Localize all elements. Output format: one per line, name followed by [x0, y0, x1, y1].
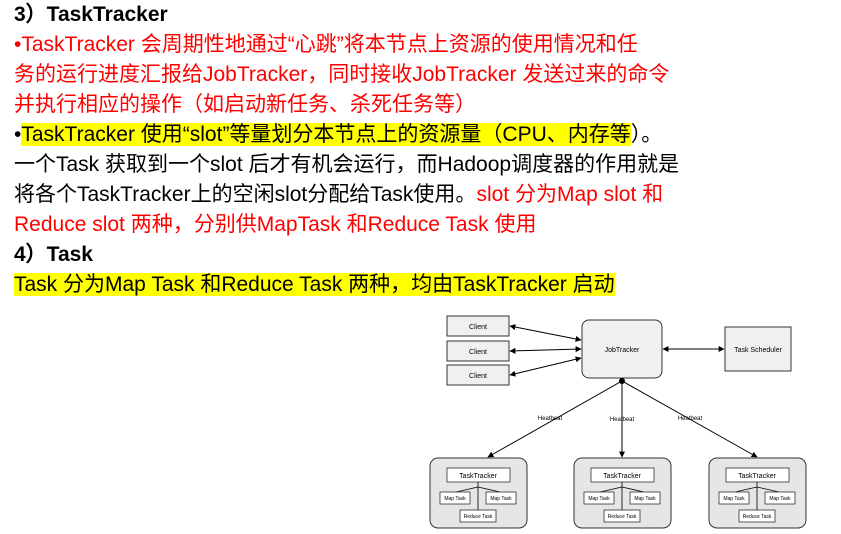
map-task-label: Map Task [490, 496, 512, 502]
map-task-label: Map Task [588, 496, 610, 502]
tasktracker-label: TaskTracker [459, 473, 498, 480]
paragraph-2-line-2: 一个Task 获取到一个slot 后才有机会运行，而Hadoop调度器的作用就是 [14, 153, 680, 176]
reduce-task-label: Reduce Task [743, 514, 772, 520]
reduce-task-label: Reduce Task [464, 514, 493, 520]
paragraph-2-line-4: Reduce slot 两种，分别供MapTask 和Reduce Task 使… [14, 213, 537, 236]
jobtracker-box: JobTracker [581, 319, 663, 379]
map-task-label: Map Task [444, 496, 466, 502]
client-box-3: Client [446, 364, 510, 386]
bullet: • [14, 123, 22, 146]
red-text: slot 分为Map slot 和 [476, 183, 664, 206]
task-scheduler-label: Task Scheduler [734, 347, 783, 354]
heartbeat-arrow-left [487, 380, 623, 458]
client-box-2: Client [446, 340, 510, 362]
tasktracker-node-3: TaskTracker Map Task Map Task Reduce Tas… [708, 457, 807, 529]
jobtracker-label: JobTracker [605, 347, 640, 354]
task-scheduler-box: Task Scheduler [724, 326, 792, 372]
heartbeat-label-left: Heatbeat [538, 416, 563, 422]
paragraph-1-line-2: 务的运行进度汇报给JobTracker，同时接收JobTracker 发送过来的… [14, 63, 670, 86]
highlighted-text: Task 分为Map Task 和Reduce Task 两种，均由TaskTr… [14, 273, 615, 296]
paragraph-1-line-1: •TaskTracker 会周期性地通过“心跳”将本节点上资源的使用情况和任 [14, 33, 638, 56]
heading-task: 4）Task [14, 243, 93, 266]
paragraph-2-line-1: •TaskTracker 使用“slot”等量划分本节点上的资源量（CPU、内存… [14, 120, 662, 150]
map-task-label: Map Task [723, 496, 745, 502]
client-1-arrow [509, 324, 582, 342]
client-label: Client [469, 349, 487, 356]
black-text: 将各个TaskTracker上的空闲slot分配给Task使用。 [14, 183, 477, 206]
tasktracker-node-1: TaskTracker Map Task Map Task Reduce Tas… [429, 457, 528, 529]
tasktracker-label: TaskTracker [603, 473, 642, 480]
map-task-label: Map Task [769, 496, 791, 502]
client-box-1: Client [446, 315, 510, 337]
client-label: Client [469, 373, 487, 380]
client-3-arrow [509, 356, 582, 377]
tasktracker-node-2: TaskTracker Map Task Map Task Reduce Tas… [573, 457, 672, 529]
closing-punctuation: ）。 [630, 123, 663, 146]
client-label: Client [469, 324, 487, 331]
paragraph-3: Task 分为Map Task 和Reduce Task 两种，均由TaskTr… [14, 270, 615, 300]
tasktracker-label: TaskTracker [738, 473, 777, 480]
highlighted-text: TaskTracker 使用“slot”等量划分本节点上的资源量（CPU、内存等 [21, 123, 631, 146]
heartbeat-arrow-right [621, 380, 758, 458]
map-task-label: Map Task [634, 496, 656, 502]
reduce-task-label: Reduce Task [608, 514, 637, 520]
heartbeat-label-right: Heatbeat [678, 416, 703, 422]
client-2-arrow [509, 346, 582, 354]
paragraph-1-line-3: 并执行相应的操作（如启动新任务、杀死任务等） [14, 93, 476, 116]
heading-tasktracker: 3）TaskTracker [14, 3, 168, 26]
paragraph-2-line-3: 将各个TaskTracker上的空闲slot分配给Task使用。slot 分为M… [14, 180, 663, 210]
heartbeat-label-middle: Heatbeat [610, 417, 635, 423]
